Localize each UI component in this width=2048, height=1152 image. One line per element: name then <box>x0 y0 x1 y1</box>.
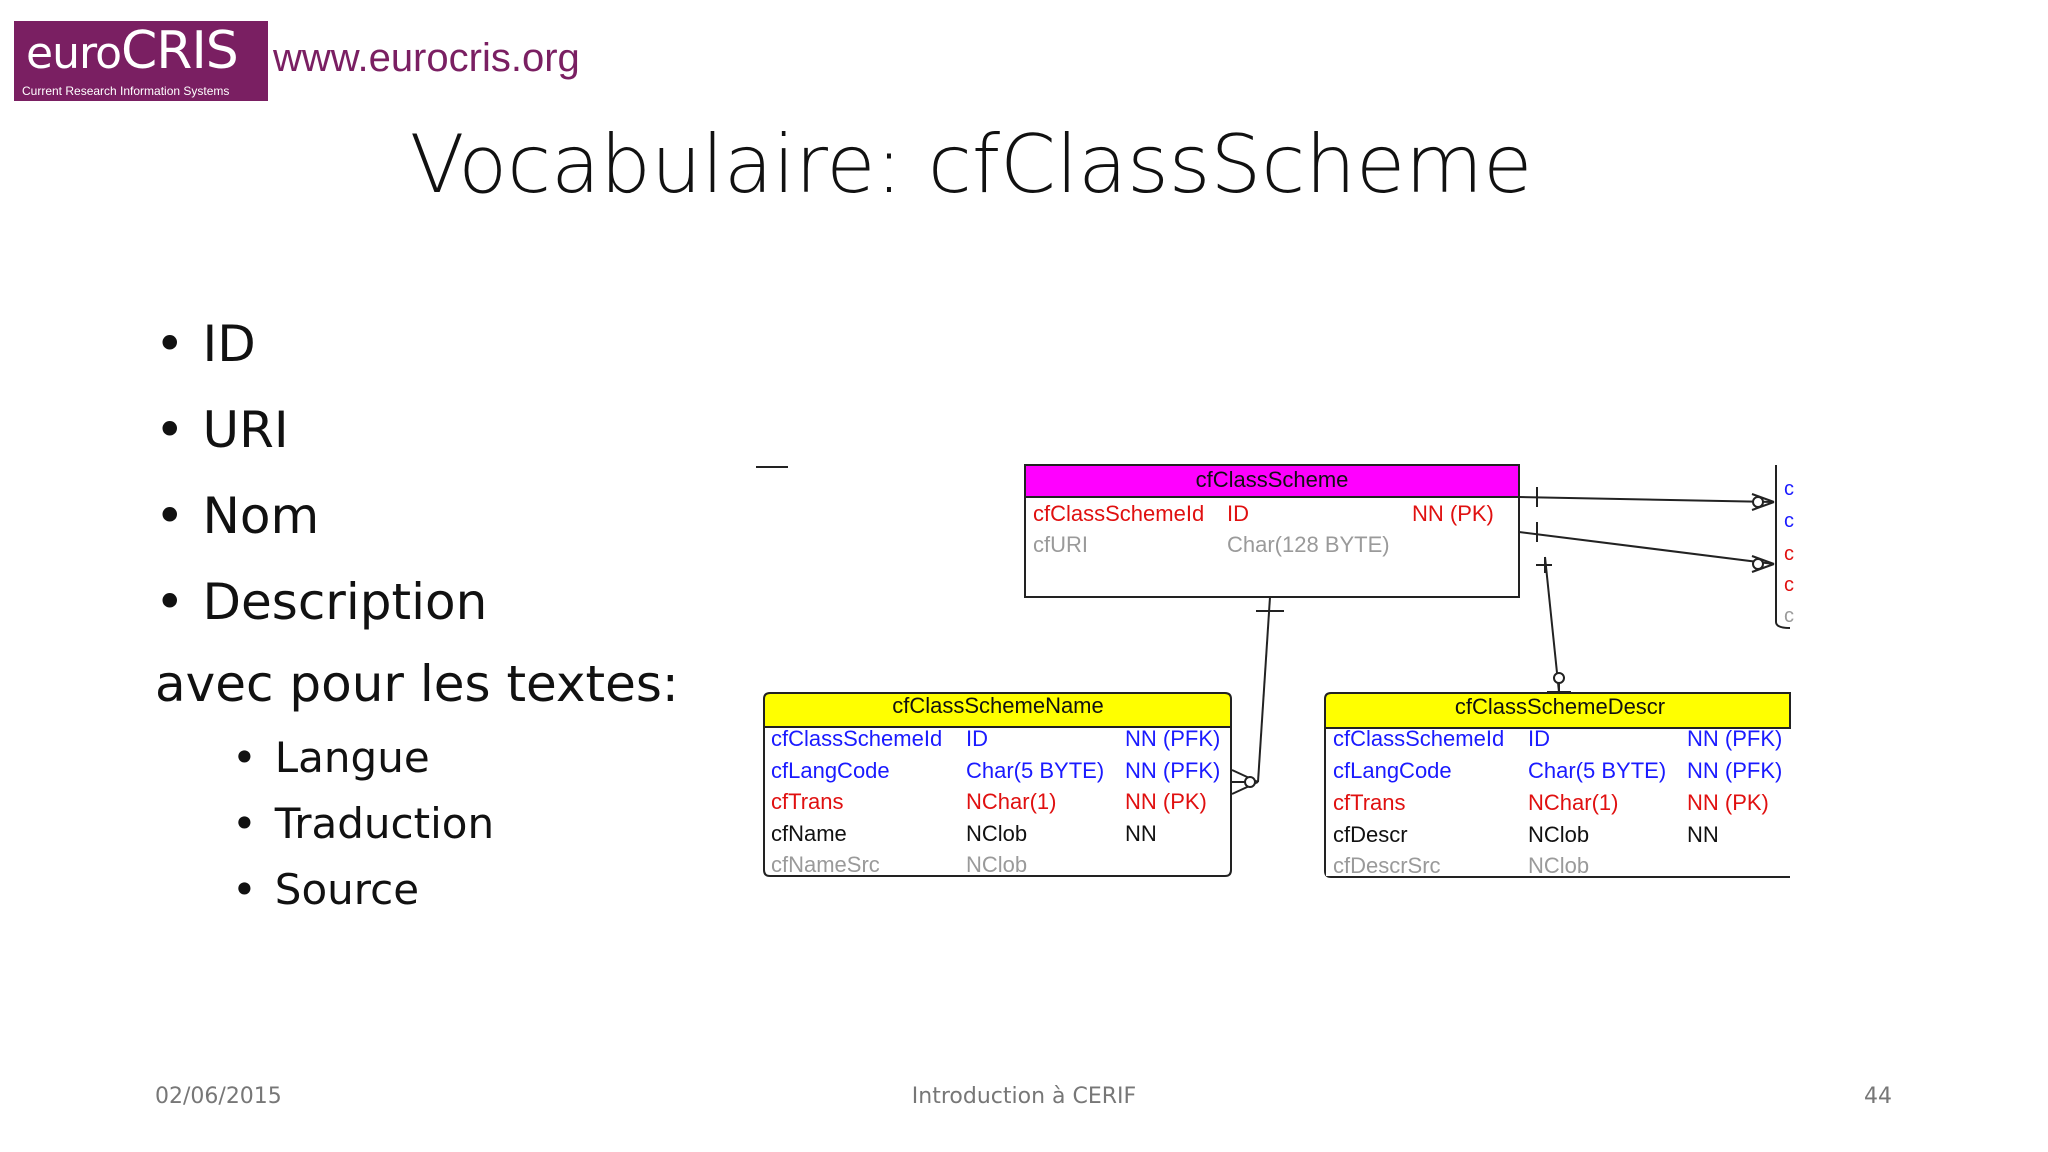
bullet-item: ID <box>155 308 487 394</box>
svg-text:c: c <box>1784 605 1794 627</box>
attr-constraint: NN (PK) <box>1412 501 1494 526</box>
bullet-item: URI <box>155 394 487 480</box>
entity-title: cfClassSchemeDescr <box>1455 694 1665 719</box>
svg-text:c: c <box>1784 478 1794 500</box>
relationship-lines <box>1231 487 1775 795</box>
attr-constraint: NN (PFK) <box>1687 726 1782 751</box>
sub-bullet-list: Langue Traduction Source <box>232 728 494 926</box>
sub-bullet-item: Langue <box>232 728 494 794</box>
attr-type: NClob <box>966 821 1027 846</box>
bullet-list: ID URI Nom Description <box>155 308 488 652</box>
attr-name: cfLangCode <box>771 758 890 783</box>
attr-name: cfDescr <box>1333 822 1408 847</box>
attr-constraint: NN (PFK) <box>1687 758 1782 783</box>
attr-constraint: NN (PFK) <box>1125 726 1220 751</box>
entity-cfclassscheme: cfClassScheme cfClassSchemeId ID NN (PK)… <box>1024 464 1520 598</box>
subheading: avec pour les textes: <box>155 655 679 713</box>
entity-partial-right: c c c c c <box>1775 465 1794 629</box>
attr-name: cfDescrSrc <box>1333 853 1441 878</box>
attr-name: cfClassSchemeId <box>1333 726 1504 751</box>
footer-date: 02/06/2015 <box>155 1084 282 1109</box>
footer-title: Introduction à CERIF <box>911 1084 1137 1109</box>
attr-type: NClob <box>1528 853 1589 878</box>
attr-constraint: NN <box>1687 822 1719 847</box>
logo-tagline: Current Research Information Systems <box>22 84 230 98</box>
attr-name: cfClassSchemeId <box>771 726 942 751</box>
attr-type: NChar(1) <box>966 789 1056 814</box>
site-url: www.eurocris.org <box>273 36 580 80</box>
attr-name: cfTrans <box>1333 790 1406 815</box>
attr-type: ID <box>1227 501 1249 526</box>
bullet-item: Description <box>155 566 488 652</box>
attr-type: Char(5 BYTE) <box>966 758 1104 783</box>
attr-type: NClob <box>966 852 1027 877</box>
entity-cfclassschemedescr: cfClassSchemeDescr cfClassSchemeId ID NN… <box>1324 692 1791 878</box>
attr-constraint: NN (PFK) <box>1125 758 1220 783</box>
svg-text:c: c <box>1784 574 1794 596</box>
slide-title: Vocabulaire: cfClassScheme <box>409 118 1533 211</box>
svg-text:c: c <box>1784 543 1794 565</box>
entity-title: cfClassScheme <box>1196 467 1349 492</box>
attr-name: cfClassSchemeId <box>1033 501 1204 526</box>
logo-wordmark: euroCRIS <box>26 21 239 81</box>
attr-type: NChar(1) <box>1528 790 1618 815</box>
attr-name: cfName <box>771 821 847 846</box>
attr-type: Char(5 BYTE) <box>1528 758 1666 783</box>
bullet-item: Nom <box>155 480 487 566</box>
attr-constraint: NN (PK) <box>1687 790 1769 815</box>
attr-name: cfNameSrc <box>771 852 880 877</box>
attr-type: Char(128 BYTE) <box>1227 532 1390 557</box>
attr-name: cfLangCode <box>1333 758 1452 783</box>
sub-bullet-item: Traduction <box>232 794 494 860</box>
attr-name: cfURI <box>1033 532 1088 557</box>
eurocris-logo: euroCRIS Current Research Information Sy… <box>14 21 268 101</box>
entity-title: cfClassSchemeName <box>892 693 1104 718</box>
svg-text:c: c <box>1784 510 1794 532</box>
attr-type: ID <box>1528 726 1550 751</box>
attr-type: ID <box>966 726 988 751</box>
entity-cfclassschemename: cfClassSchemeName cfClassSchemeId ID NN … <box>763 692 1232 877</box>
page-number: 44 <box>1864 1084 1892 1109</box>
sub-bullet-item: Source <box>232 860 494 926</box>
attr-constraint: NN <box>1125 821 1157 846</box>
attr-name: cfTrans <box>771 789 844 814</box>
attr-constraint: NN (PK) <box>1125 789 1207 814</box>
attr-type: NClob <box>1528 822 1589 847</box>
